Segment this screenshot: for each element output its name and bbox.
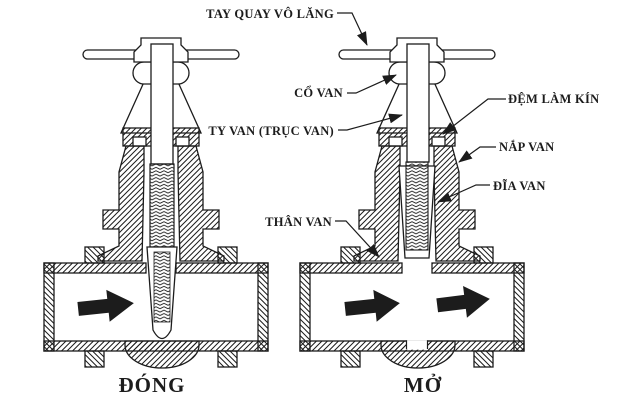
leader-valve-bonnet <box>458 146 496 163</box>
label-sealing-gasket: ĐỆM LÀM KÍN <box>508 92 600 106</box>
valve-stem-open <box>406 43 430 163</box>
leader-valve-body <box>335 220 380 258</box>
leader-handwheel <box>337 12 368 46</box>
label-valve-bonnet: NẮP VAN <box>499 139 554 154</box>
closed-valve-illustration <box>43 37 269 369</box>
callout-labels: TAY QUAY VÔ LĂNG CỔ VAN TY VAN (TRỤC VAN… <box>206 7 599 229</box>
flow-arrow-icon <box>77 289 134 322</box>
flow-arrow-icon <box>436 285 490 318</box>
open-valve-illustration <box>299 37 525 369</box>
leader-valve-disc <box>437 184 490 203</box>
caption-open-state: MỞ <box>404 373 442 397</box>
label-valve-stem: TY VAN (TRỤC VAN) <box>208 124 334 138</box>
label-valve-neck: CỔ VAN <box>294 85 343 100</box>
leader-sealing-gasket <box>442 98 506 135</box>
label-valve-disc: ĐĨA VAN <box>493 179 546 193</box>
flow-arrow-icon <box>344 289 400 322</box>
caption-closed-state: ĐÓNG <box>119 373 186 397</box>
leader-valve-stem <box>338 113 403 131</box>
leader-valve-neck <box>347 74 397 94</box>
label-handwheel: TAY QUAY VÔ LĂNG <box>206 7 334 21</box>
valve-disc-lowered <box>146 246 178 340</box>
valve-disc-raised <box>398 161 436 259</box>
open-seat-gap <box>405 340 429 350</box>
valve-stem-closed <box>149 43 175 248</box>
callout-leaders <box>335 12 506 258</box>
label-valve-body: THÂN VAN <box>265 215 332 229</box>
